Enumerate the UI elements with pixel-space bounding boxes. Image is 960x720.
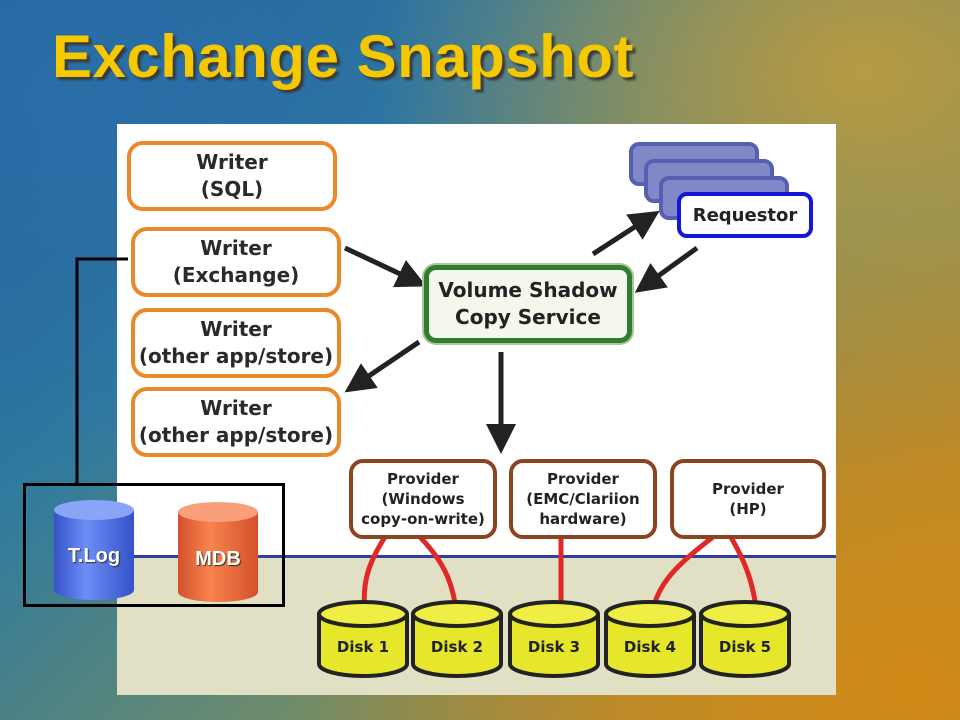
arrow-vss-to-writer [344, 339, 421, 393]
writer-exchange-title: Writer [200, 236, 272, 260]
disk-1-label: Disk 1 [336, 638, 390, 656]
tlog-database-icon [54, 500, 134, 600]
provider-windows-line-1: Provider [387, 470, 459, 488]
requestor-box: Requestor [677, 192, 813, 238]
provider-emc-box: Provider (EMC/Clariion hardware) [509, 459, 657, 539]
provider-windows-line-3: copy-on-write) [361, 510, 485, 528]
disk-4 [604, 600, 696, 678]
writer-other-box-1: Writer (other app/store) [131, 308, 341, 378]
slide-title: Exchange Snapshot [52, 23, 634, 90]
writer-sql-type: (SQL) [200, 177, 264, 201]
writer-other-title-2: Writer [200, 396, 272, 420]
writer-other-title-1: Writer [200, 317, 272, 341]
provider-windows-line-2: (Windows [381, 490, 465, 508]
writer-other-type-2: (other app/store) [138, 423, 334, 447]
writer-other-type-1: (other app/store) [138, 344, 334, 368]
provider-hp-box: Provider (HP) [670, 459, 826, 539]
disk-1 [317, 600, 409, 678]
volume-shadow-copy-service-box: Volume Shadow Copy Service [424, 265, 632, 343]
vss-line-2: Copy Service [455, 305, 601, 329]
disk-5 [699, 600, 791, 678]
disk-3 [508, 600, 600, 678]
requestor-label: Requestor [692, 204, 798, 226]
writer-other-box-2: Writer (other app/store) [131, 387, 341, 457]
provider-emc-line-2: (EMC/Clariion [526, 490, 640, 508]
exchange-database-box [23, 483, 285, 607]
writer-sql-box: Writer (SQL) [127, 141, 337, 211]
disk-5-label: Disk 5 [718, 638, 772, 656]
mdb-label: MDB [195, 548, 241, 570]
provider-hp-line-1: Provider [712, 480, 784, 498]
writer-sql-title: Writer [196, 150, 268, 174]
vss-line-1: Volume Shadow [438, 278, 618, 302]
disk-4-label: Disk 4 [623, 638, 677, 656]
disk-2-label: Disk 2 [430, 638, 484, 656]
provider-windows-box: Provider (Windows copy-on-write) [349, 459, 497, 539]
mdb-database-icon [178, 502, 258, 602]
disk-2 [411, 600, 503, 678]
diagram-connectors [317, 210, 791, 678]
provider-hp-line-2: (HP) [729, 500, 767, 518]
disk-3-label: Disk 3 [527, 638, 581, 656]
provider-emc-line-1: Provider [547, 470, 619, 488]
diagram-panel: Writer (SQL) Writer (Exchange) Writer (o… [117, 124, 836, 695]
arrow-vss-to-requestor [591, 210, 660, 257]
tlog-label: T.Log [67, 545, 121, 567]
writer-exchange-box: Writer (Exchange) [131, 227, 341, 297]
arrow-writer-to-vss [343, 245, 427, 288]
arrow-requestor-to-vss [634, 245, 699, 293]
writer-exchange-type: (Exchange) [172, 263, 300, 287]
provider-emc-line-3: hardware) [539, 510, 627, 528]
